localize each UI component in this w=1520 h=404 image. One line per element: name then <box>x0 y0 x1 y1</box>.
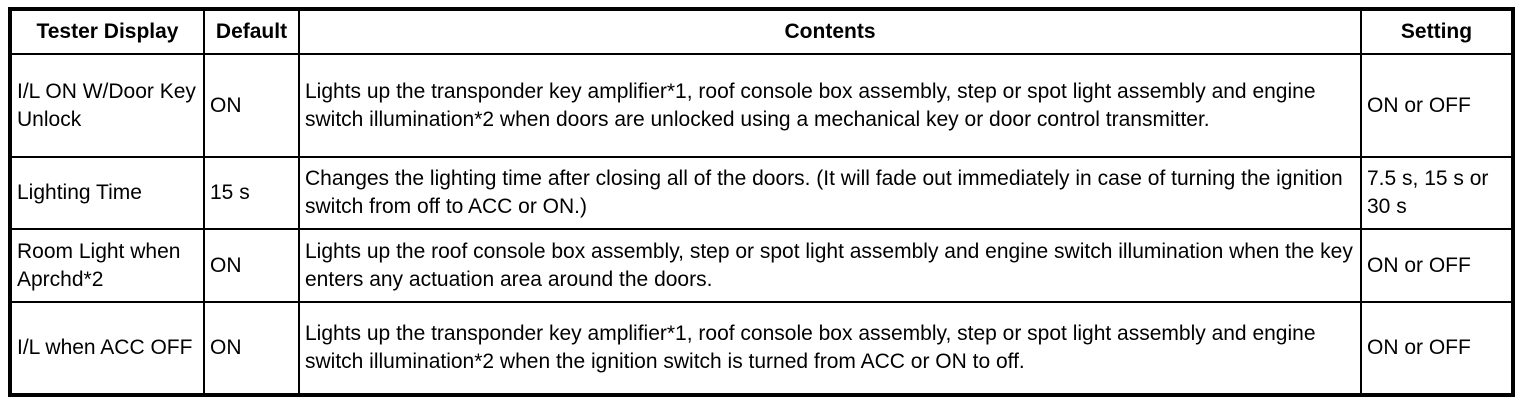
cell-setting: ON or OFF <box>1360 301 1514 396</box>
cell-contents: Lights up the transponder key amplifier*… <box>298 53 1362 158</box>
column-header-setting: Setting <box>1360 8 1514 55</box>
cell-contents: Changes the lighting time after closing … <box>298 156 1362 230</box>
cell-tester-display: Lighting Time <box>9 156 205 230</box>
cell-tester-display: I/L when ACC OFF <box>9 301 205 396</box>
table-row: I/L ON W/Door Key Unlock ON Lights up th… <box>9 53 1514 158</box>
column-header-default: Default <box>203 8 300 55</box>
table-row: I/L when ACC OFF ON Lights up the transp… <box>9 301 1514 396</box>
table-row: Room Light when Aprchd*2 ON Lights up th… <box>9 228 1514 303</box>
cell-default: ON <box>203 228 300 303</box>
table-row: Lighting Time 15 s Changes the lighting … <box>9 156 1514 230</box>
cell-contents: Lights up the transponder key amplifier*… <box>298 301 1362 396</box>
settings-table: Tester Display Default Contents Setting … <box>8 7 1515 397</box>
cell-setting: 7.5 s, 15 s or 30 s <box>1360 156 1514 230</box>
cell-tester-display: I/L ON W/Door Key Unlock <box>9 53 205 158</box>
cell-default: ON <box>203 301 300 396</box>
cell-default: 15 s <box>203 156 300 230</box>
column-header-contents: Contents <box>298 8 1362 55</box>
cell-tester-display: Room Light when Aprchd*2 <box>9 228 205 303</box>
table-header-row: Tester Display Default Contents Setting <box>9 8 1514 55</box>
cell-default: ON <box>203 53 300 158</box>
cell-setting: ON or OFF <box>1360 53 1514 158</box>
cell-contents: Lights up the roof console box assembly,… <box>298 228 1362 303</box>
cell-setting: ON or OFF <box>1360 228 1514 303</box>
column-header-tester-display: Tester Display <box>9 8 205 55</box>
